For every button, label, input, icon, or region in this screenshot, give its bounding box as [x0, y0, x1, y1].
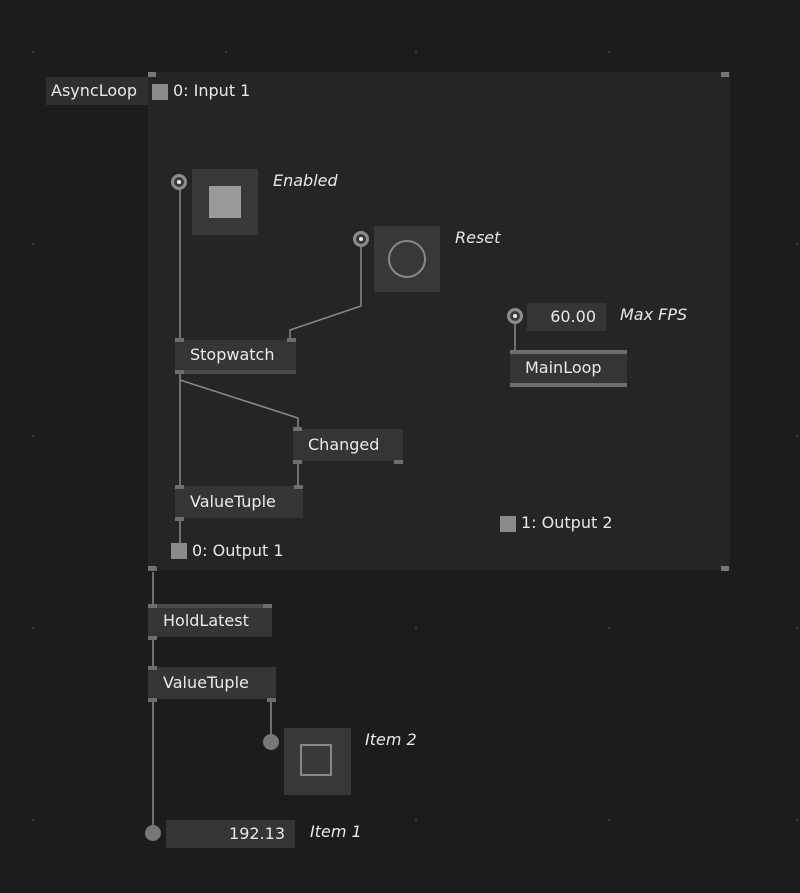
node-pin[interactable]	[394, 460, 403, 464]
region-output-pin[interactable]	[149, 567, 157, 571]
hold-latest-node[interactable]: HoldLatest	[148, 605, 272, 637]
reset-pin-icon[interactable]	[353, 231, 369, 247]
bang-circle-icon	[388, 240, 426, 278]
async-loop-title[interactable]: AsyncLoop	[46, 77, 148, 105]
item2-toggle[interactable]	[284, 728, 351, 795]
output-port-icon[interactable]	[500, 516, 516, 532]
region-corner-handle[interactable]	[721, 72, 729, 77]
output-port-icon[interactable]	[171, 543, 187, 559]
reset-button[interactable]	[374, 226, 440, 292]
max-fps-pin-icon[interactable]	[507, 308, 523, 324]
node-pin[interactable]	[148, 698, 157, 702]
node-pin[interactable]	[263, 604, 272, 608]
enabled-toggle[interactable]	[192, 169, 258, 235]
item2-label: Item 2	[365, 730, 417, 749]
node-pin[interactable]	[293, 460, 302, 464]
node-pin[interactable]	[510, 350, 627, 354]
enabled-pin-icon[interactable]	[171, 174, 187, 190]
stopwatch-node[interactable]: Stopwatch	[175, 340, 296, 372]
main-loop-node[interactable]: MainLoop	[510, 352, 627, 384]
output-1-label: 0: Output 1	[192, 541, 284, 560]
enabled-label: Enabled	[273, 171, 338, 190]
changed-node[interactable]: Changed	[293, 429, 403, 461]
toggle-on-icon	[209, 186, 241, 218]
output-2-label: 1: Output 2	[521, 513, 613, 532]
value-tuple-inner-node[interactable]: ValueTuple	[175, 486, 303, 518]
link-stopwatch-changed	[179, 379, 299, 431]
node-pin[interactable]	[184, 370, 296, 374]
node-pin[interactable]	[148, 636, 157, 640]
max-fps-input[interactable]: 60.00	[527, 303, 606, 331]
link-reset-stopwatch	[289, 246, 362, 343]
node-pin[interactable]	[148, 604, 157, 608]
toggle-off-icon	[300, 744, 332, 776]
input-port-icon[interactable]	[152, 84, 168, 100]
node-pin[interactable]	[148, 666, 157, 670]
node-pin[interactable]	[287, 338, 296, 342]
item1-pin-icon[interactable]	[145, 825, 161, 841]
node-pin[interactable]	[175, 485, 184, 489]
item1-value[interactable]: 192.13	[166, 820, 295, 848]
max-fps-label: Max FPS	[620, 305, 688, 324]
node-pin[interactable]	[175, 370, 184, 374]
node-pin[interactable]	[175, 517, 184, 521]
region-corner-handle[interactable]	[721, 566, 729, 571]
reset-label: Reset	[455, 228, 501, 247]
item1-label: Item 1	[310, 822, 362, 841]
node-pin[interactable]	[267, 698, 276, 702]
node-pin[interactable]	[510, 383, 627, 387]
input-label: 0: Input 1	[173, 81, 251, 100]
node-pin[interactable]	[157, 604, 263, 608]
node-pin[interactable]	[175, 338, 184, 342]
node-pin[interactable]	[294, 485, 303, 489]
node-pin[interactable]	[293, 427, 302, 431]
region-corner-handle[interactable]	[148, 72, 156, 77]
value-tuple-outer-node[interactable]: ValueTuple	[148, 667, 276, 699]
item2-pin-icon[interactable]	[263, 734, 279, 750]
